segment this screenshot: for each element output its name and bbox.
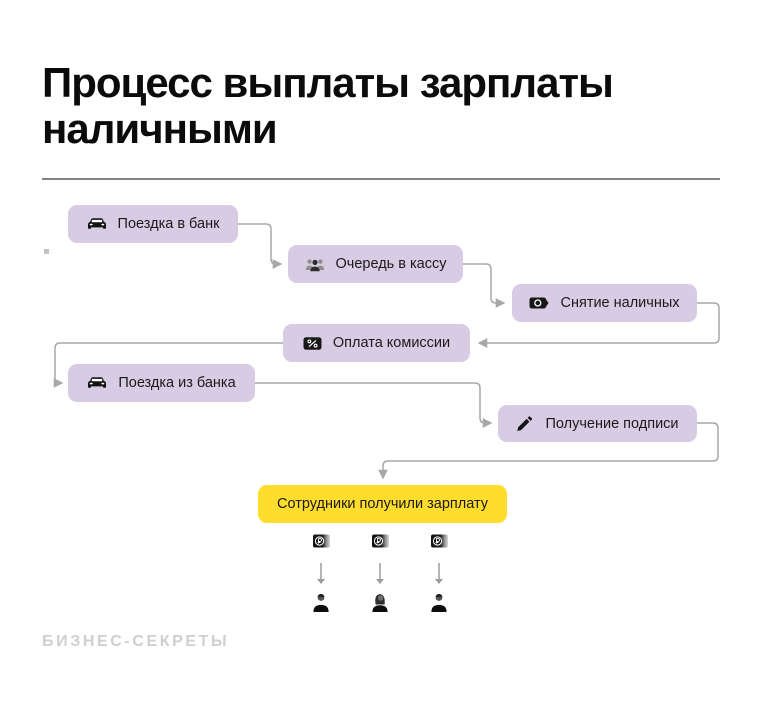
person-icon	[431, 593, 447, 612]
flow-result-box: Сотрудники получили зарплату	[258, 485, 507, 523]
recipient-column	[414, 534, 464, 613]
down-arrow-icon	[435, 563, 443, 584]
flow-step-withdraw-cash: Снятие наличных	[512, 284, 697, 322]
car-icon	[87, 218, 106, 229]
flow-step-label: Оплата комиссии	[332, 335, 451, 351]
person-icon	[313, 593, 329, 612]
edge-tripback-signature	[255, 382, 493, 428]
page-title-line2: наличными	[42, 105, 278, 152]
brand-logo: БИЗНЕС-СЕКРЕТЫ	[42, 633, 230, 650]
edge-queue-withdraw	[463, 263, 506, 308]
people-icon	[305, 258, 324, 271]
page-title: Процесс выплаты зарплаты наличными	[42, 59, 614, 152]
flow-step-pay-commission: Оплата комиссии	[283, 324, 470, 362]
title-divider	[42, 178, 720, 180]
person-female-icon	[372, 594, 388, 612]
flow-step-label: Очередь в кассу	[335, 256, 447, 272]
edge-trip-to-bank-queue	[238, 223, 283, 269]
flow-step-label: Поездка в банк	[117, 216, 220, 232]
flow-result-label: Сотрудники получили зарплату	[276, 496, 488, 512]
flow-step-label: Поездка из банка	[118, 375, 236, 391]
pen-icon	[517, 415, 533, 431]
down-arrow-icon	[317, 563, 325, 584]
down-arrow-icon	[376, 563, 384, 584]
flow-step-trip-from-bank: Поездка из банка	[68, 364, 255, 402]
small-gray-square	[44, 249, 49, 254]
banknote-icon	[529, 297, 549, 309]
ruble-note-icon	[312, 534, 330, 548]
flow-step-label: Получение подписи	[545, 415, 679, 432]
recipient-column	[296, 534, 346, 613]
percent-card-icon	[303, 336, 322, 350]
flow-step-trip-to-bank: Поездка в банк	[68, 205, 238, 243]
recipient-column	[355, 534, 405, 613]
flow-step-label: Снятие наличных	[560, 295, 680, 311]
flow-step-get-signature: Получение подписи	[498, 405, 697, 442]
ruble-note-icon	[430, 534, 448, 548]
flow-step-queue: Очередь в кассу	[288, 245, 463, 283]
car-icon	[88, 377, 107, 388]
page-title-line1: Процесс выплаты зарплаты	[42, 59, 614, 106]
ruble-note-icon	[371, 534, 389, 548]
